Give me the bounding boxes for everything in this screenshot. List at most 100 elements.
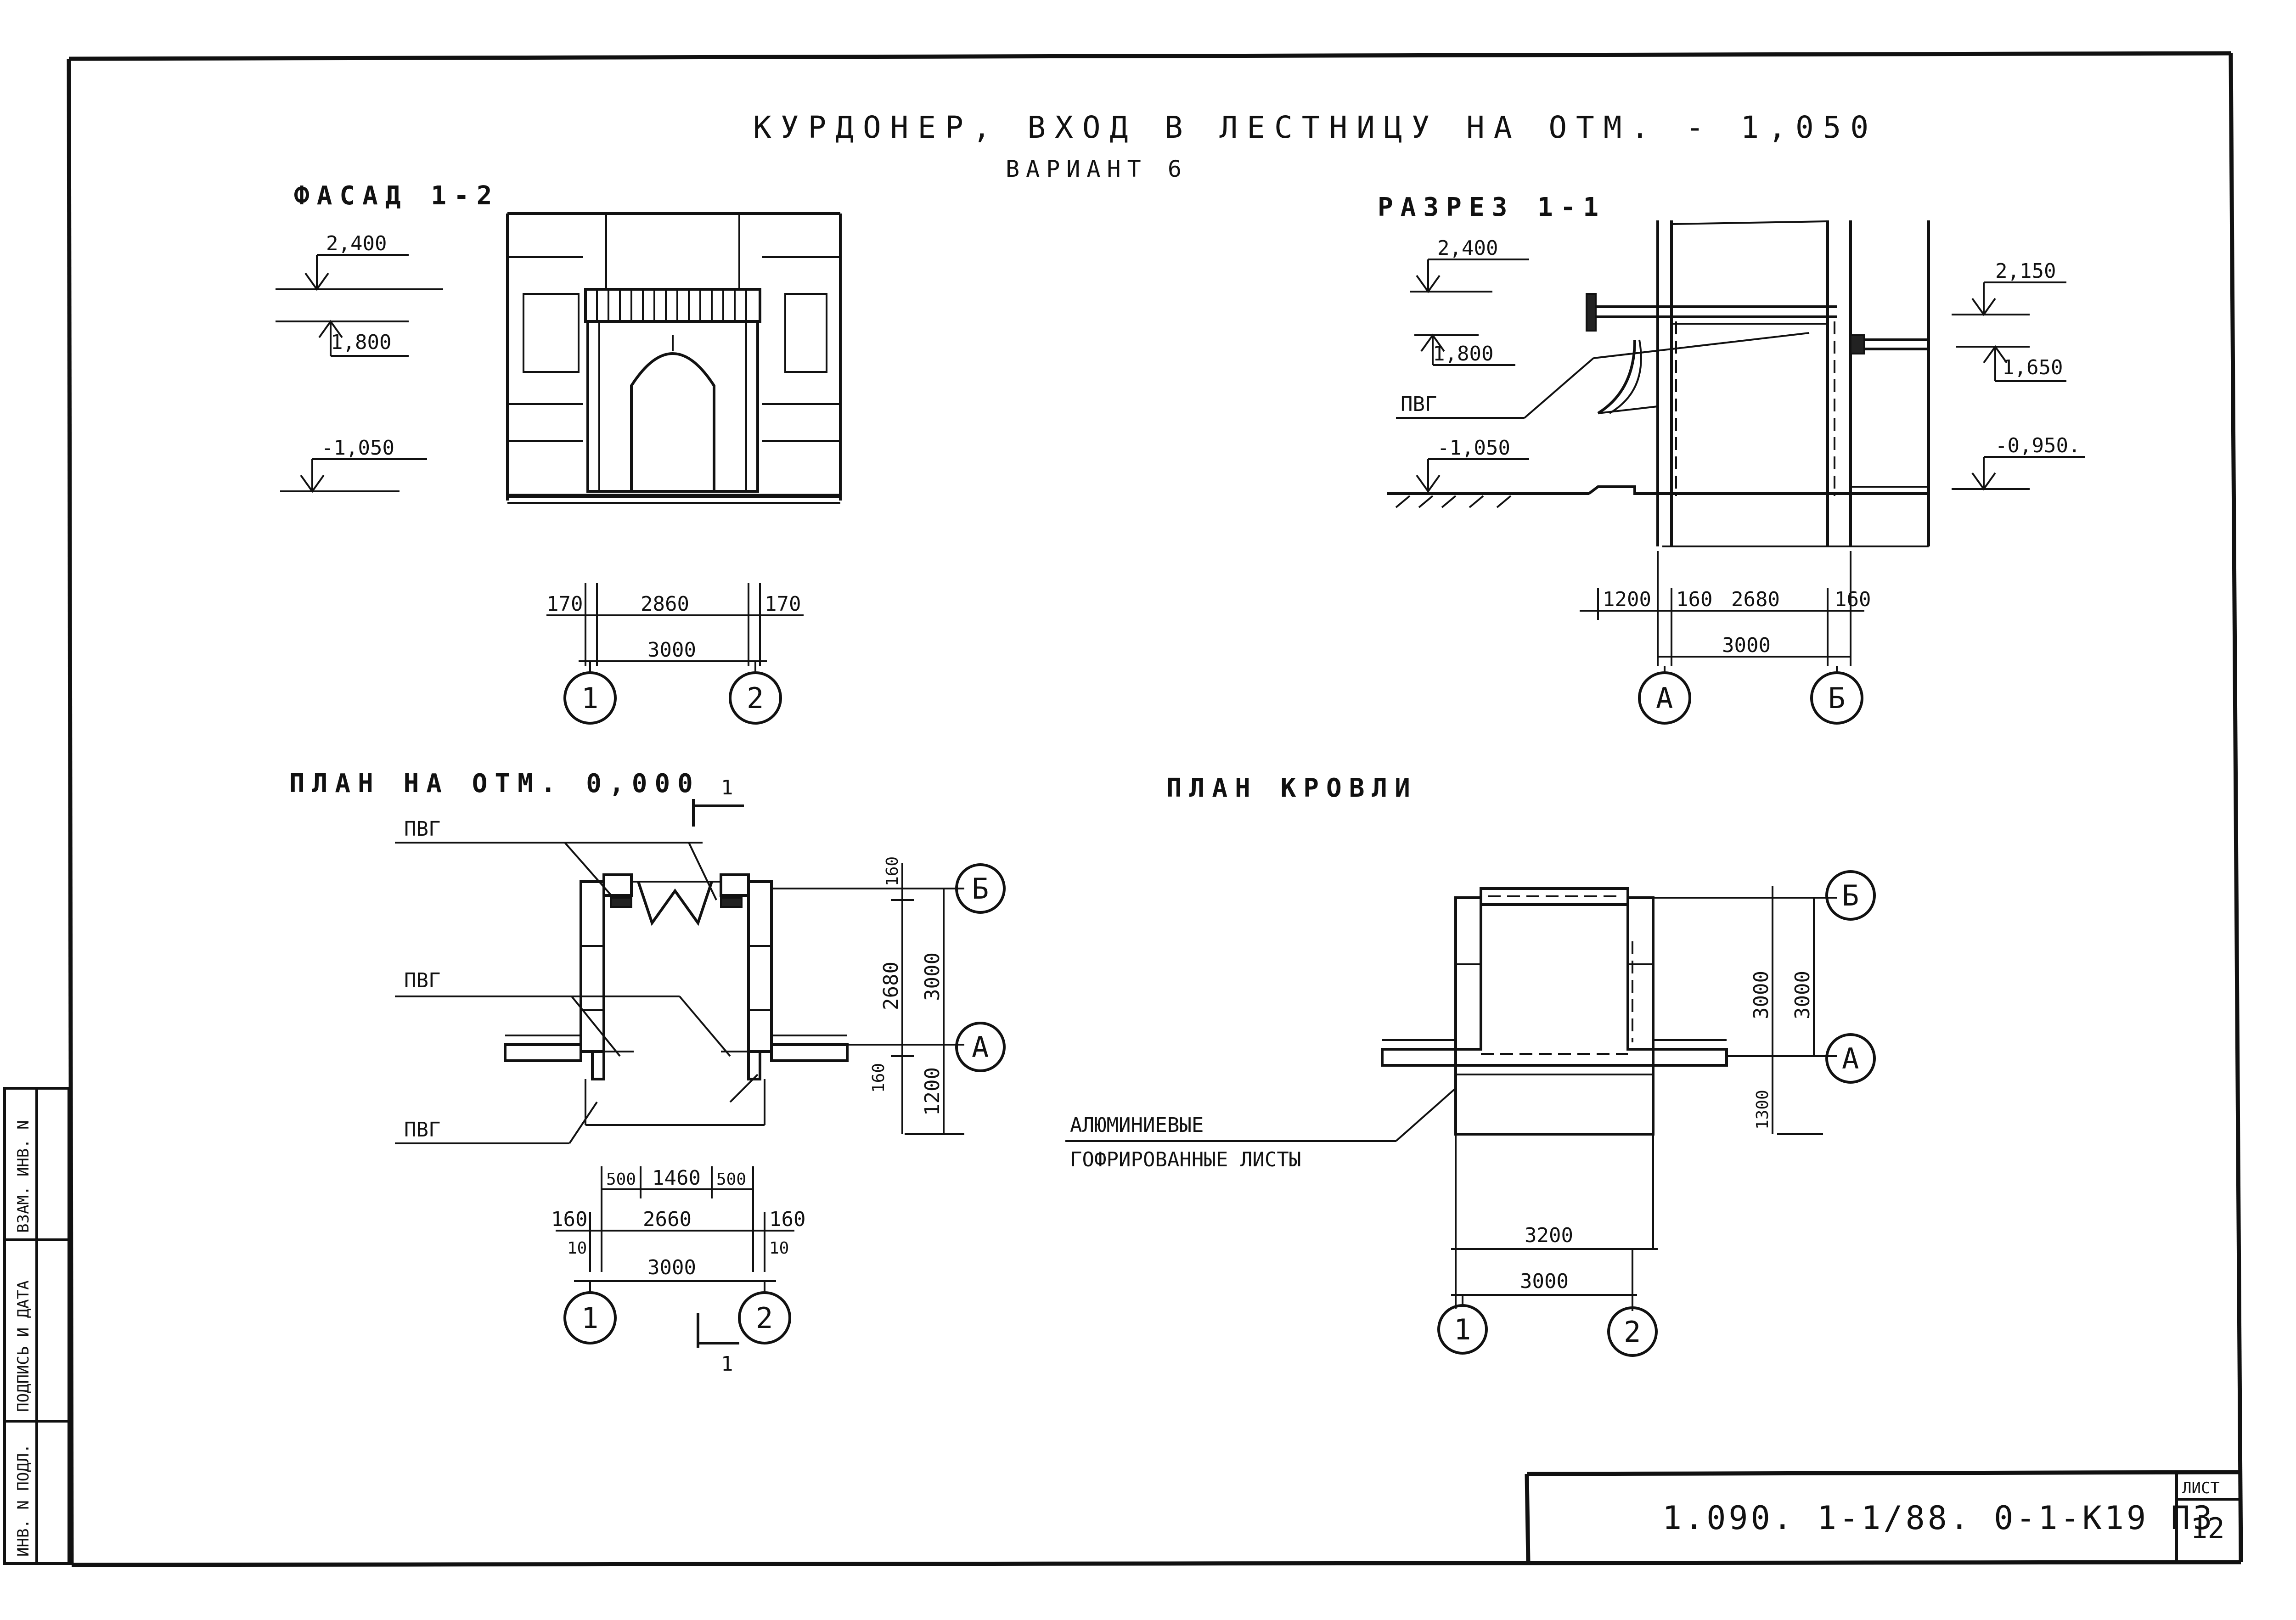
facade-dim-left: 170 bbox=[546, 592, 583, 616]
plan-pvg-middle: ПВГ bbox=[404, 969, 440, 992]
section-dim-total: 3000 bbox=[1722, 634, 1771, 657]
plan-dim-1200: 1200 bbox=[921, 1067, 944, 1116]
roof-dim-3000: 3000 bbox=[1520, 1270, 1569, 1293]
drawing-title: КУРДОНЕР, ВХОД В ЛЕСТНИЦУ НА ОТМ. - 1,05… bbox=[753, 110, 1878, 145]
section-dim-160-right: 160 bbox=[1835, 588, 1871, 611]
plan-dim-2680: 2680 bbox=[879, 962, 903, 1010]
roof-label: ПЛАН КРОВЛИ bbox=[1166, 773, 1418, 803]
roof-note: АЛЮМИНИЕВЫЕ ГОФРИРОВАННЫЕ ЛИСТЫ bbox=[1065, 1087, 1457, 1171]
facade-axis-2-label: 2 bbox=[747, 681, 764, 715]
roof-axis-1: 1 bbox=[1437, 1295, 1488, 1355]
facade-dimensions: 170 2860 170 3000 bbox=[546, 583, 804, 666]
section-dimensions: 1200 160 2680 160 3000 bbox=[1580, 551, 1871, 666]
section-axis-a: А bbox=[1638, 666, 1691, 725]
section-dim-2680: 2680 bbox=[1731, 588, 1780, 611]
plan-axis-1-label: 1 bbox=[581, 1301, 598, 1335]
roof-axis-a-label: А bbox=[1842, 1042, 1859, 1075]
plan-axis-2: 2 bbox=[738, 1281, 791, 1344]
roof-axis-1-label: 1 bbox=[1454, 1313, 1471, 1346]
facade-axis-1: 1 bbox=[563, 661, 617, 725]
stamp-code: 1.090. 1-1/88. 0-1-К19 ПЗ bbox=[1662, 1499, 2215, 1537]
roof-axis-2-label: 2 bbox=[1624, 1315, 1641, 1349]
section-dim-160-left: 160 bbox=[1676, 588, 1712, 611]
plan-dim-160-left: 160 bbox=[551, 1208, 587, 1231]
side-stamp: ИНВ. N ПОДЛ. ПОДПИСЬ И ДАТА ВЗАМ. ИНВ. N bbox=[3, 1087, 70, 1565]
plan-pvg-bottom: ПВГ bbox=[404, 1118, 440, 1142]
roof-plan-view: ПЛАН КРОВЛИ АЛЮМИНИЕВЫЕ ГОФРИРОВАННЫЕ ЛИ… bbox=[1065, 773, 1876, 1357]
section-level-marks-right: 2,150 1,650 -0,950. bbox=[1952, 259, 2085, 491]
section-axis-a-label: А bbox=[1656, 681, 1673, 715]
facade-axis-2: 2 bbox=[729, 661, 782, 725]
facade-axis-1-label: 1 bbox=[581, 681, 598, 715]
side-field-vzam: ВЗАМ. ИНВ. N bbox=[14, 1120, 33, 1233]
plan-axis-a: А bbox=[944, 1022, 1006, 1072]
plan-dim-total: 3000 bbox=[647, 1256, 696, 1279]
section-pvg-label: ПВГ bbox=[1401, 393, 1437, 416]
section-label: РАЗРЕЗ 1-1 bbox=[1378, 192, 1606, 222]
section-level-bottom: -1,050 bbox=[1437, 436, 1510, 460]
section-level-mid: 1,800 bbox=[1433, 342, 1493, 366]
stamp-sheet-label: ЛИСТ bbox=[2182, 1479, 2220, 1497]
plan-axis-b: Б bbox=[944, 863, 1006, 914]
facade-view: ФАСАД 1-2 2,400 1,800 -1,050 bbox=[276, 181, 842, 725]
plan-dimensions-right: 160 2680 3000 160 1200 bbox=[771, 856, 964, 1135]
roof-axis-2: 2 bbox=[1607, 1306, 1658, 1357]
drawing-variant: ВАРИАНТ 6 bbox=[1006, 156, 1188, 182]
roof-dimensions-bottom: 3200 3000 bbox=[1451, 1134, 1658, 1309]
plan-axis-1: 1 bbox=[563, 1281, 617, 1344]
plan-axis-b-label: Б bbox=[972, 872, 989, 906]
section-dim-1200: 1200 bbox=[1603, 588, 1651, 611]
section-level-top: 2,400 bbox=[1437, 236, 1498, 260]
roof-dim-1300: 1300 bbox=[1753, 1090, 1772, 1130]
plan-dim-10-right: 10 bbox=[769, 1239, 789, 1258]
roof-note-line1: АЛЮМИНИЕВЫЕ bbox=[1070, 1114, 1204, 1137]
section-view: РАЗРЕЗ 1-1 2,400 1,800 ПВГ -1,050 bbox=[1378, 192, 2085, 725]
plan-cut-mark-bottom: 1 bbox=[697, 1313, 739, 1376]
side-field-signature: ПОДПИСЬ И ДАТА bbox=[14, 1280, 33, 1412]
section-level-right-bottom: -0,950. bbox=[1995, 434, 2080, 457]
plan-dim-160-top: 160 bbox=[883, 856, 902, 886]
facade-dim-total: 3000 bbox=[647, 638, 696, 662]
plan-dim-2660: 2660 bbox=[643, 1208, 692, 1231]
roof-axis-a: А bbox=[1814, 1033, 1876, 1084]
plan-dimensions-bottom: 500 1460 500 160 2660 160 10 10 3000 bbox=[551, 1166, 805, 1282]
stamp-sheet-number: 12 bbox=[2190, 1512, 2225, 1545]
roof-dim-3000-inner: 3000 bbox=[1750, 971, 1773, 1019]
section-level-marks-left: 2,400 1,800 ПВГ -1,050 bbox=[1396, 236, 1529, 493]
plan-view: ПЛАН НА ОТМ. 0,000 1 ПВГ ПВГ ПВГ bbox=[289, 769, 1006, 1376]
plan-label: ПЛАН НА ОТМ. 0,000 bbox=[289, 769, 700, 799]
canopy-hatch bbox=[596, 289, 747, 321]
plan-dim-1460: 1460 bbox=[652, 1166, 701, 1190]
plan-dim-10-left: 10 bbox=[567, 1239, 587, 1258]
section-level-right-top: 2,150 bbox=[1995, 259, 2056, 283]
plan-dim-160-right: 160 bbox=[769, 1208, 805, 1231]
plan-cut-mark-top-label: 1 bbox=[721, 776, 733, 799]
roof-dim-3200: 3200 bbox=[1525, 1224, 1573, 1247]
facade-level-marks: 2,400 1,800 -1,050 bbox=[276, 232, 443, 493]
plan-axis-2-label: 2 bbox=[756, 1301, 773, 1335]
facade-elevation bbox=[506, 212, 842, 504]
ground-hatch bbox=[1395, 495, 1512, 508]
section-cut bbox=[1387, 220, 1930, 547]
sheet-frame bbox=[67, 51, 2243, 1567]
title-block: КУРДОНЕР, ВХОД В ЛЕСТНИЦУ НА ОТМ. - 1,05… bbox=[753, 110, 1878, 182]
section-axis-b-label: Б bbox=[1828, 681, 1845, 715]
section-axis-b: Б bbox=[1810, 666, 1863, 725]
plan-dim-3000: 3000 bbox=[921, 952, 944, 1001]
plan-pvg-leaders: ПВГ ПВГ ПВГ bbox=[395, 817, 759, 1144]
roof-axis-b: Б bbox=[1814, 870, 1876, 921]
roof-note-line2: ГОФРИРОВАННЫЕ ЛИСТЫ bbox=[1070, 1148, 1301, 1171]
plan-axis-a-label: А bbox=[972, 1030, 989, 1064]
facade-level-bottom: -1,050 bbox=[321, 436, 394, 460]
plan-dim-160-bottom: 160 bbox=[869, 1063, 888, 1093]
plan-dim-500-right: 500 bbox=[716, 1170, 746, 1189]
plan-pvg-top: ПВГ bbox=[404, 817, 440, 841]
facade-level-top: 2,400 bbox=[326, 232, 387, 255]
roof-walls bbox=[1381, 887, 1728, 1136]
plan-walls bbox=[504, 873, 849, 1126]
facade-dim-center: 2860 bbox=[641, 592, 689, 616]
plan-cut-mark-top: 1 bbox=[692, 776, 744, 827]
section-level-right-mid: 1,650 bbox=[2002, 356, 2063, 379]
title-stamp: 1.090. 1-1/88. 0-1-К19 ПЗ ЛИСТ 12 bbox=[1525, 1470, 2241, 1563]
